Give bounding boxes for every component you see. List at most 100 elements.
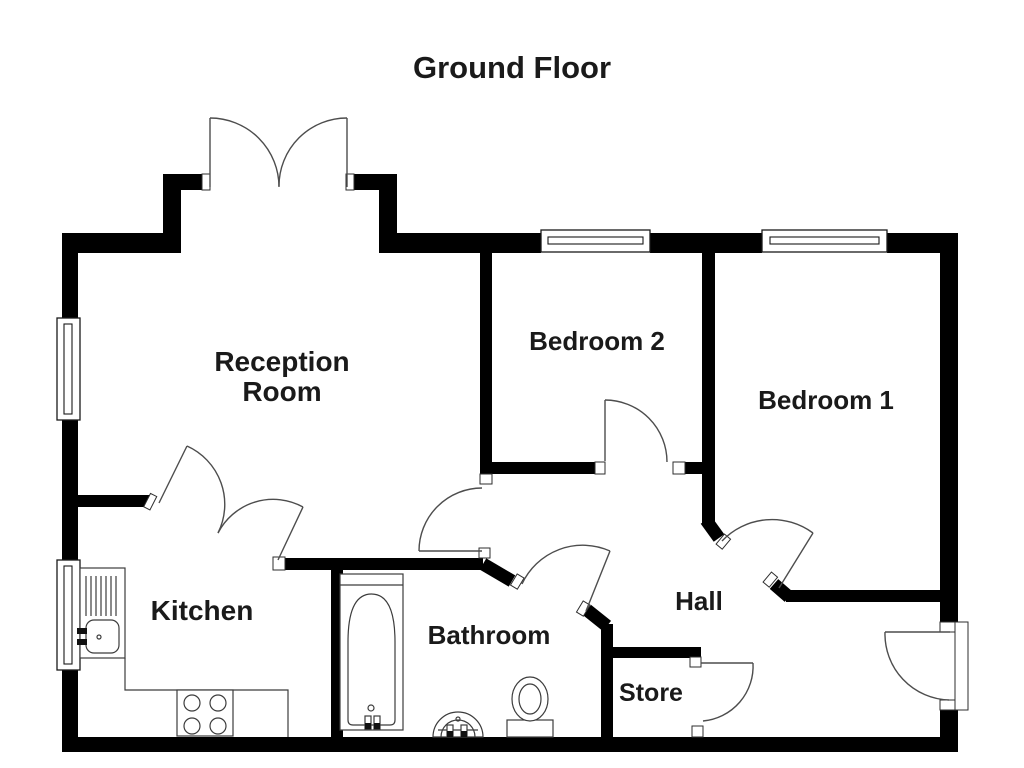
kitchen-fixtures bbox=[77, 567, 289, 737]
store-door bbox=[701, 662, 754, 722]
wall-protrusion-left bbox=[163, 174, 181, 253]
bathroom-door bbox=[521, 544, 611, 612]
jamb-reception-hall-hinge bbox=[478, 547, 491, 559]
door-leaf bbox=[778, 532, 814, 589]
window-inner bbox=[63, 565, 73, 665]
wall-store-left bbox=[601, 624, 613, 737]
jamb-entrance-left bbox=[201, 173, 211, 191]
wall-top-a bbox=[379, 233, 541, 253]
jamb-kitchen-left bbox=[143, 492, 158, 511]
window-inner bbox=[769, 236, 880, 245]
jamb-bedroom2-right bbox=[672, 461, 686, 475]
wall-bathroom-diagonal-nw bbox=[479, 558, 516, 587]
wall-reception-divider bbox=[480, 253, 492, 474]
wall-bedroom1-diagonal-lower bbox=[769, 579, 794, 602]
wall-bathroom-top bbox=[273, 558, 483, 570]
wall-right-lower bbox=[940, 710, 958, 752]
room-label-reception-line1: Reception bbox=[214, 346, 349, 377]
bathtub-basin bbox=[347, 593, 396, 726]
reception-hall-door bbox=[418, 487, 483, 552]
jamb-entrance-right bbox=[345, 173, 355, 191]
door-swing-arc bbox=[521, 544, 611, 585]
toilet-bowl-inner bbox=[518, 683, 542, 715]
wall-bedroom1-diagonal-upper bbox=[700, 516, 725, 542]
kitchen-double-door bbox=[158, 445, 304, 561]
room-label-store: Store bbox=[619, 679, 683, 707]
door-swing-arc bbox=[186, 445, 226, 534]
jamb-front-door-bottom bbox=[939, 699, 956, 711]
room-label-bedroom2: Bedroom 2 bbox=[529, 326, 665, 356]
door-swing-arc bbox=[217, 498, 304, 534]
toilet-cistern bbox=[506, 719, 554, 738]
basin-drain bbox=[455, 716, 461, 722]
wall-left-mid bbox=[62, 420, 78, 560]
wall-protrusion-top-left bbox=[163, 174, 203, 190]
bathtub-outline bbox=[339, 573, 404, 731]
wall-bedroom-divider bbox=[702, 253, 715, 523]
entrance-double-door bbox=[209, 117, 348, 188]
bedroom2-door bbox=[604, 399, 668, 463]
labels: Ground Floor Reception Room Bedroom 2 Be… bbox=[151, 50, 894, 707]
hob-burner bbox=[209, 717, 227, 735]
kitchen-sink-bowl bbox=[85, 619, 120, 654]
door-swing-arc bbox=[278, 117, 348, 187]
jamb-front-door-top bbox=[939, 621, 956, 633]
wall-left-lower bbox=[62, 670, 78, 752]
hob-burner bbox=[183, 717, 201, 735]
drainer-lines bbox=[85, 576, 117, 616]
door-jambs bbox=[143, 173, 969, 738]
kitchen-left-window bbox=[56, 559, 81, 671]
door-leaf bbox=[277, 506, 304, 561]
wall-bottom bbox=[62, 737, 958, 752]
bathtub bbox=[339, 573, 404, 731]
door-leaf bbox=[585, 550, 611, 612]
front-door-frame bbox=[954, 621, 969, 711]
jamb-store-bottom bbox=[691, 725, 704, 738]
window-inner bbox=[63, 323, 73, 415]
bedroom1-door bbox=[721, 518, 814, 589]
jamb-bedroom2-left bbox=[594, 461, 606, 475]
floor-title: Ground Floor bbox=[413, 50, 611, 85]
bathroom-fixtures bbox=[339, 573, 554, 738]
hob bbox=[176, 689, 234, 737]
bathtub-drain bbox=[367, 704, 375, 712]
wall-kitchen-stub bbox=[78, 495, 150, 507]
room-label-bedroom1: Bedroom 1 bbox=[758, 385, 894, 415]
wall-bathroom-diagonal-se bbox=[582, 604, 612, 632]
wall-left-upper bbox=[62, 233, 78, 318]
door-swing-arc bbox=[418, 487, 483, 552]
door-swing-arc bbox=[209, 117, 280, 188]
toilet bbox=[506, 676, 554, 738]
jamb-reception-divider bbox=[479, 473, 493, 485]
wall-right-upper bbox=[940, 233, 958, 622]
door-swing-arc bbox=[721, 518, 814, 542]
reception-left-window bbox=[56, 317, 81, 421]
door-swing-arc bbox=[702, 662, 754, 722]
door-leaf bbox=[158, 445, 188, 504]
sink-drain bbox=[96, 634, 102, 640]
hob-burner bbox=[183, 694, 201, 712]
doors bbox=[158, 117, 950, 722]
basin-outer bbox=[432, 711, 484, 738]
door-swing-arc bbox=[604, 399, 668, 463]
hob-burner bbox=[209, 694, 227, 712]
jamb-bedroom1-lower bbox=[762, 571, 779, 588]
front-door bbox=[884, 631, 950, 701]
sink-tap bbox=[77, 639, 87, 645]
bedroom2-top-window bbox=[540, 229, 651, 253]
room-label-hall: Hall bbox=[675, 586, 723, 616]
window-inner bbox=[547, 236, 644, 245]
walls bbox=[62, 174, 958, 752]
windows bbox=[56, 229, 888, 671]
wall-bedroom1-bottom bbox=[786, 590, 940, 602]
sink-tap bbox=[77, 628, 87, 634]
wall-store-top bbox=[613, 647, 701, 658]
wall-top-b bbox=[650, 233, 762, 253]
room-label-kitchen: Kitchen bbox=[151, 595, 254, 626]
wall-top-left bbox=[62, 233, 163, 253]
wash-basin bbox=[432, 711, 484, 738]
bedroom1-top-window bbox=[761, 229, 888, 253]
room-label-reception-line2: Room bbox=[242, 376, 321, 407]
door-swing-arc bbox=[884, 631, 950, 701]
